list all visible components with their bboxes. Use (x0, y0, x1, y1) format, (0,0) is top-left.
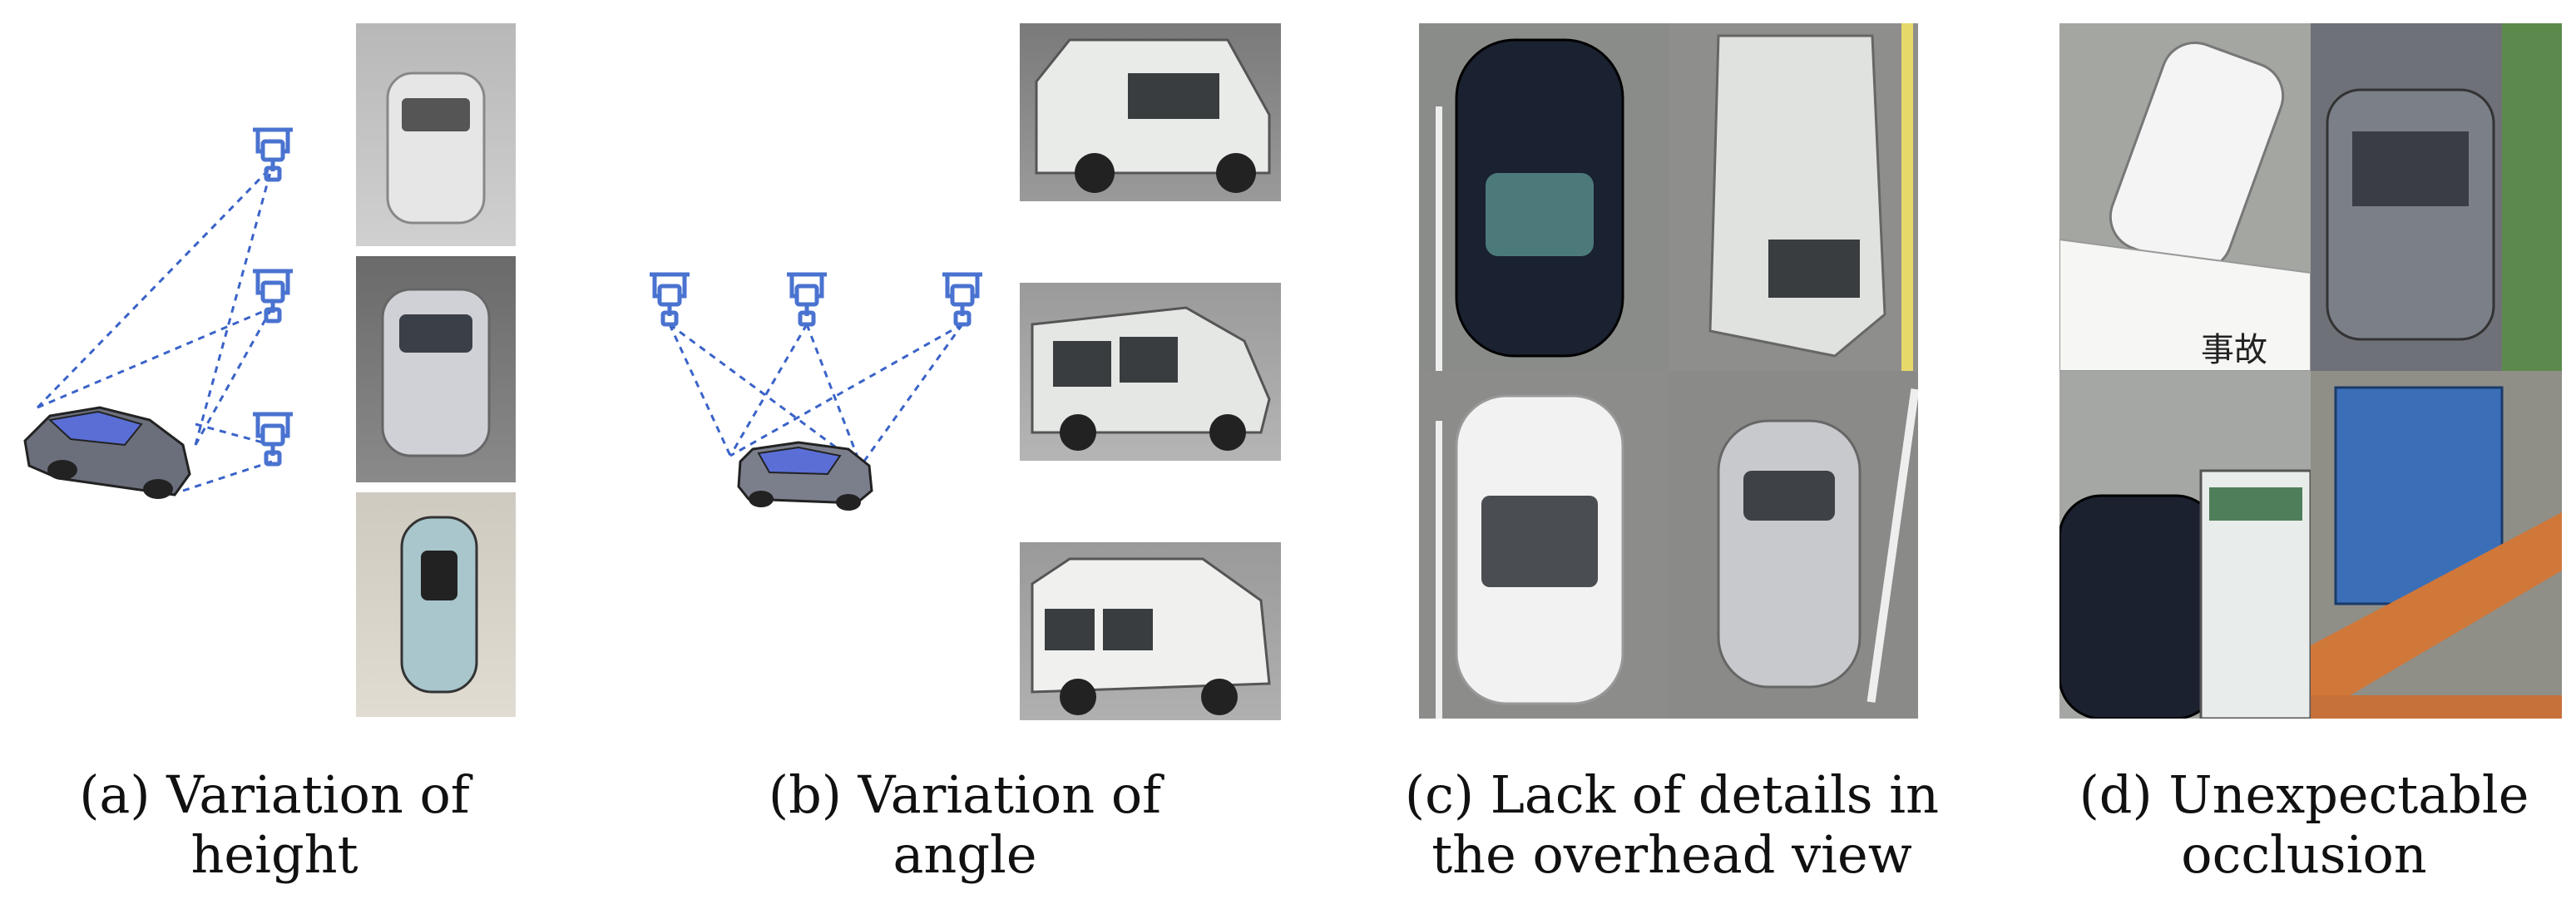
vehicle-photo (1419, 371, 1669, 719)
caption-d: (d) Unexpectable occlusion (2030, 765, 2576, 885)
car-icon (23, 406, 191, 499)
sight-line (194, 166, 274, 446)
vehicle-photo (1669, 371, 1918, 719)
caption-c: (c) Lack of details in the overhead view (1381, 765, 1963, 885)
sight-line (729, 324, 808, 457)
sight-line (729, 323, 963, 457)
drone-icon (253, 127, 293, 182)
vehicle-photo (1020, 23, 1281, 201)
caption-line: height (190, 824, 358, 885)
sight-line (36, 165, 274, 409)
car-icon (737, 441, 873, 511)
sight-line (805, 324, 863, 467)
vehicle-photo (356, 492, 516, 717)
caption-line: the overhead view (1431, 824, 1912, 885)
truck-sign-text: 事故 (2201, 331, 2267, 369)
vehicle-photo (1419, 23, 1669, 371)
caption-line: (a) Variation of (79, 764, 470, 825)
sight-line (37, 306, 273, 409)
vehicle-photo (2059, 371, 2311, 719)
caption-line: (b) Variation of (768, 764, 1162, 825)
drone-icon (942, 272, 982, 327)
vehicle-photo (2311, 23, 2562, 371)
sight-line (194, 307, 274, 446)
drone-icon (253, 412, 293, 467)
caption-line: (c) Lack of details in (1404, 764, 1940, 825)
caption-line: occlusion (2181, 824, 2427, 885)
vehicle-photo (1020, 542, 1281, 720)
drone-icon (650, 272, 690, 327)
vehicle-photo (356, 256, 516, 482)
sight-line (195, 422, 273, 447)
sight-line (669, 323, 862, 467)
vehicle-photo (356, 23, 516, 246)
caption-line: (d) Unexpectable (2079, 764, 2529, 825)
vehicle-photo: 事故 (2059, 23, 2311, 371)
vehicle-photo (1020, 283, 1281, 461)
sight-line (859, 324, 964, 467)
sight-line (182, 460, 273, 492)
caption-b: (b) Variation of angle (715, 765, 1214, 885)
caption-a: (a) Variation of height (33, 765, 516, 885)
sight-line (668, 324, 732, 457)
vehicle-photo (2311, 371, 2562, 719)
vehicle-photo (1669, 23, 1918, 371)
drone-icon (253, 269, 293, 324)
caption-line: angle (892, 824, 1037, 885)
drone-icon (787, 272, 827, 327)
